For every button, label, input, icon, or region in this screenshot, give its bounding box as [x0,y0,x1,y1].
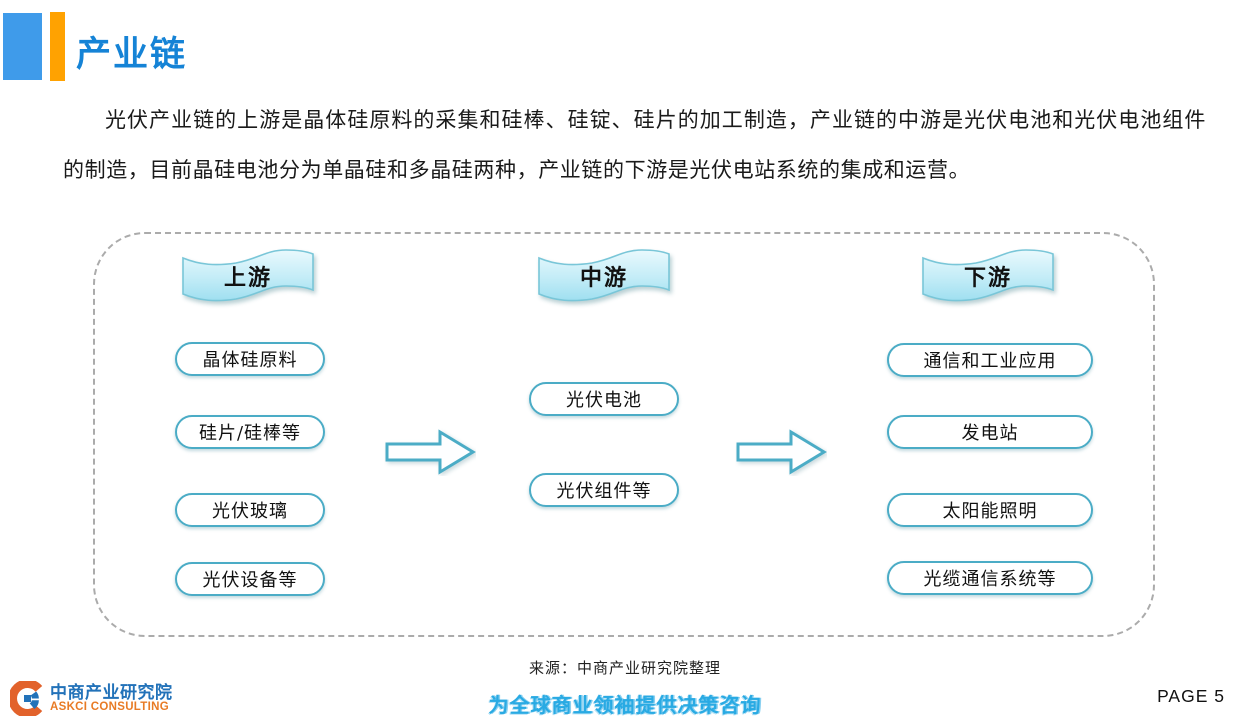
banner-upstream-label: 上游 [223,265,272,291]
node-power-station: 发电站 [887,415,1093,449]
wave-ribbon-shape [182,249,314,302]
wave-ribbon-shape [538,249,670,302]
industry-chain-diagram-border [93,232,1155,637]
banner-midstream: 中游 [534,245,674,303]
banner-downstream-label: 下游 [963,265,1012,291]
node-pv-module: 光伏组件等 [529,473,679,507]
banner-downstream: 下游 [918,245,1058,303]
node-telecom-industrial: 通信和工业应用 [887,343,1093,377]
logo-chinese-name: 中商产业研究院 [50,682,173,702]
node-crystal-silicon-raw: 晶体硅原料 [175,342,325,376]
node-optical-cable-comm: 光缆通信系统等 [887,561,1093,595]
intro-paragraph: 光伏产业链的上游是晶体硅原料的采集和硅棒、硅锭、硅片的加工制造，产业链的中游是光… [63,108,1206,182]
node-pv-glass: 光伏玻璃 [175,493,325,527]
logo-english-name: ASKCI CONSULTING [50,700,169,713]
right-arrow-icon [736,429,827,475]
askci-logo: 中商产业研究院 ASKCI CONSULTING [10,681,173,716]
page-number: PAGE 5 [1157,686,1225,706]
header-accent-square [3,13,42,80]
askci-logo-icon [10,681,43,716]
banner-midstream-label: 中游 [579,265,628,291]
node-solar-lighting: 太阳能照明 [887,493,1093,527]
node-pv-equipment: 光伏设备等 [175,562,325,596]
wave-ribbon-shape [922,249,1054,302]
source-caption: 来源：中商产业研究院整理 [528,659,721,677]
right-arrow-icon [385,429,476,475]
banner-upstream: 上游 [178,245,318,303]
header-accent-bar [50,12,65,81]
node-wafer-rod: 硅片/硅棒等 [175,415,325,449]
footer-slogan: 为全球商业领袖提供决策咨询 [488,693,762,717]
page-title: 产业链 [76,34,188,75]
node-pv-cell: 光伏电池 [529,382,679,416]
askci-logo-text: 中商产业研究院 ASKCI CONSULTING [50,684,173,714]
